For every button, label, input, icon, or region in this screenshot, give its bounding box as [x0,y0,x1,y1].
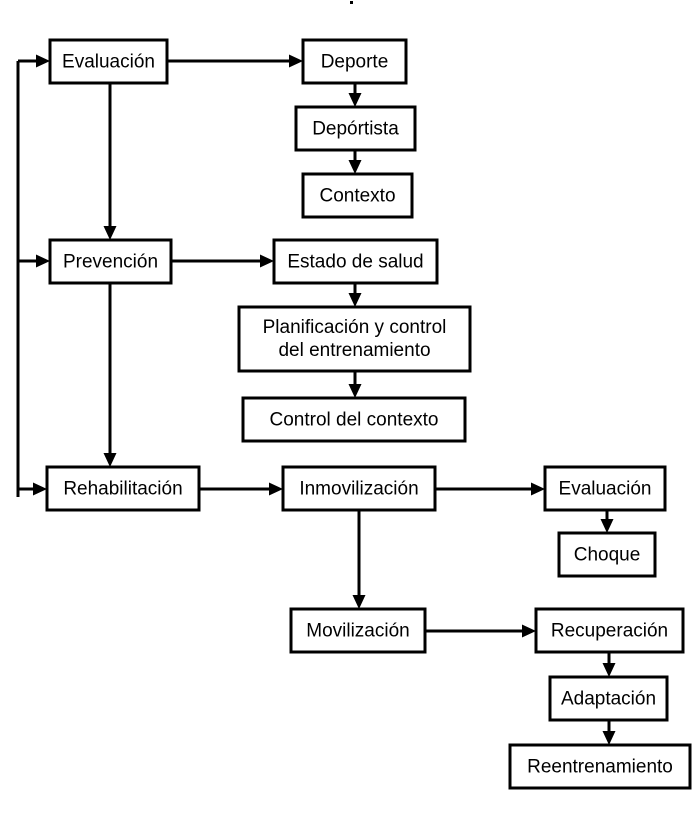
arrow-head-movilizacion [352,595,366,609]
node-label-contexto: Contexto [319,186,395,207]
node-box-evaluacion-1[interactable] [48,38,169,85]
node-box-reentrenamiento[interactable] [508,743,692,790]
node-reentrenamiento[interactable]: Reentrenamiento [508,743,692,790]
node-box-rehabilitacion[interactable] [45,465,201,512]
node-box-planificacion[interactable] [237,305,472,373]
node-label-choque: Choque [574,545,641,566]
edge-estado-to-planificacion [348,283,362,307]
arrow-head-adaptacion [602,663,616,677]
node-box-estado-de-salud[interactable] [272,238,439,285]
node-label-planificacion-line1: Planificación y control [263,317,447,338]
node-label-prevencion: Prevención [63,252,158,273]
arrow-head-contexto [348,160,362,174]
node-label-deporte: Deporte [321,52,389,73]
node-label-inmovilizacion: Inmovilización [299,479,418,500]
node-control-del-contexto[interactable]: Control del contexto [241,396,467,443]
arrow-head-deporte [289,54,303,68]
node-prevencion[interactable]: Prevención [48,238,173,285]
edge-evaluacion2-to-choque [600,510,614,533]
edge-prevencion-to-estado-salud [171,254,274,268]
arrow-head-spine-evaluacion [36,54,50,68]
node-label-rehabilitacion: Rehabilitación [63,479,182,500]
node-evaluacion-1[interactable]: Evaluación [48,38,169,85]
arrow-head-planificacion [348,293,362,307]
node-box-recuperacion[interactable] [534,607,685,654]
edge-adaptacion-to-reentrenamiento [602,720,616,745]
node-label-reentrenamiento: Reentrenamiento [527,757,673,778]
node-box-control-del-contexto[interactable] [241,396,467,443]
edge-rehabilitacion-to-inmovilizacion [199,482,283,496]
node-movilizacion[interactable]: Movilización [289,607,427,654]
arrow-head-choque [600,519,614,533]
arrow-head-evaluacion2 [531,482,545,496]
node-adaptacion[interactable]: Adaptación [548,675,669,722]
arrow-head-deportista [348,93,362,107]
node-box-adaptacion[interactable] [548,675,669,722]
arrow-head-estado-salud [260,254,274,268]
scan-speck [350,1,353,4]
edge-deporte-to-deportista [348,83,362,107]
node-box-inmovilizacion[interactable] [281,465,437,512]
edge-evaluacion-to-deporte [167,54,303,68]
node-evaluacion-2[interactable]: Evaluación [543,465,667,512]
edge-prevencion-to-rehabilitacion [103,283,117,467]
edge-deportista-to-contexto [348,150,362,174]
node-planificacion-y-control[interactable]: Planificación y control del entrenamient… [237,305,472,373]
node-box-evaluacion-2[interactable] [543,465,667,512]
node-estado-de-salud[interactable]: Estado de salud [272,238,439,285]
node-label-evaluacion-2: Evaluación [559,479,652,500]
arrow-head-reentrenamiento [602,731,616,745]
edge-recuperacion-to-adaptacion [602,652,616,677]
node-rehabilitacion[interactable]: Rehabilitación [45,465,201,512]
edge-inmovilizacion-to-movilizacion [352,510,366,609]
node-deportista[interactable]: Depórtista [294,105,417,152]
edge-evaluacion-to-prevencion [103,83,117,240]
node-deporte[interactable]: Deporte [301,38,408,85]
node-box-deportista[interactable] [294,105,417,152]
node-box-choque[interactable] [557,531,657,578]
node-box-prevencion[interactable] [48,238,173,285]
edge-movilizacion-to-recuperacion [425,624,536,638]
node-label-adaptacion: Adaptación [561,689,656,710]
arrow-head-recuperacion [522,624,536,638]
node-label-movilizacion: Movilización [306,621,409,642]
feedback-spine-group [16,54,50,497]
arrow-head-spine-prevencion [36,254,50,268]
arrow-head-control-contexto [348,384,362,398]
node-box-movilizacion[interactable] [289,607,427,654]
node-label-deportista: Depórtista [312,119,399,140]
node-contexto[interactable]: Contexto [301,172,414,219]
node-label-planificacion-line2: del entrenamiento [278,340,430,361]
arrow-head-spine-rehabilitacion [33,482,47,496]
node-inmovilizacion[interactable]: Inmovilización [281,465,437,512]
node-recuperacion[interactable]: Recuperación [534,607,685,654]
node-label-control-del-contexto: Control del contexto [270,410,439,431]
edge-inmovilizacion-to-evaluacion2 [435,482,545,496]
edge-planificacion-to-control-contexto [348,371,362,398]
arrow-head-prevencion [103,226,117,240]
node-label-evaluacion-1: Evaluación [62,52,155,73]
arrow-head-rehabilitacion [103,453,117,467]
node-box-contexto[interactable] [301,172,414,219]
node-choque[interactable]: Choque [557,531,657,578]
node-label-estado-de-salud: Estado de salud [287,252,423,273]
node-label-recuperacion: Recuperación [551,621,668,642]
node-box-deporte[interactable] [301,38,408,85]
arrow-head-inmovilizacion [269,482,283,496]
